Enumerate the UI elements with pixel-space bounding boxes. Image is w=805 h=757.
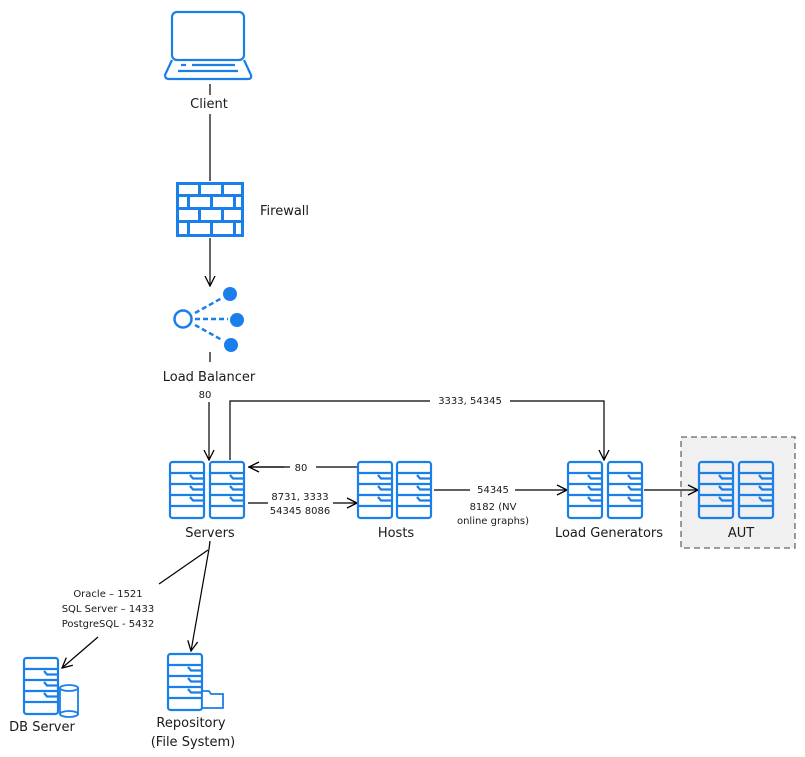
load-generators-label: Load Generators [555,526,663,541]
firewall-icon [176,182,244,237]
repository-label-line2: (File System) [151,735,236,750]
servers-node[interactable]: Servers [168,460,246,541]
edge-label-servers-loadgen: 3333, 54345 [438,396,502,407]
file-server-icon [166,652,224,712]
edge-label-servers-hosts-2: 54345 8086 [270,506,330,517]
db-server-node[interactable]: DB Server [9,656,79,735]
hosts-label: Hosts [378,526,415,541]
client-node[interactable]: Client [163,10,253,112]
load-balancer-node[interactable]: Load Balancer [163,287,256,385]
load-balancer-label: Load Balancer [163,370,256,385]
edge-label-hosts-loadgen-1: 54345 [477,485,509,496]
aut-label: AUT [728,526,754,541]
edge-label-servers-hosts-1: 8731, 3333 [271,492,328,503]
edge-label-lb-servers: 80 [199,390,212,401]
repository-node[interactable]: Repository (File System) [151,652,236,750]
edge-label-hosts-loadgen-2: 8182 (NV [470,502,517,513]
client-label: Client [190,97,228,112]
firewall-label: Firewall [260,204,309,219]
hosts-node[interactable]: Hosts [356,460,433,541]
edge-servers-loadgen-2 [510,400,604,460]
edge-label-db-1: Oracle – 1521 [73,589,142,600]
load-generators-node[interactable]: Load Generators [555,460,663,541]
server-rack-icon [356,460,433,520]
server-rack-icon [566,460,644,520]
edge-servers-db [158,549,209,585]
edge-label-db-3: PostgreSQL - 5432 [62,619,155,630]
repository-label-line1: Repository [156,716,225,731]
servers-label: Servers [185,526,235,541]
edge-servers-loadgen [229,400,430,460]
edge-label-hosts-loadgen-3: online graphs) [457,516,529,527]
edge-label-db-2: SQL Server – 1433 [62,604,155,615]
edge-servers-repo-tick [208,540,211,550]
aut-node[interactable]: AUT [697,460,775,541]
edge-servers-repo [191,548,210,651]
firewall-node[interactable]: Firewall [176,182,309,237]
edge-label-hosts-servers: 80 [295,463,308,474]
edge-servers-db-2 [62,636,99,668]
server-rack-icon [168,460,246,520]
laptop-icon [163,10,253,81]
database-server-icon [22,656,79,718]
load-balancer-icon [173,287,244,352]
db-server-label: DB Server [9,720,75,735]
